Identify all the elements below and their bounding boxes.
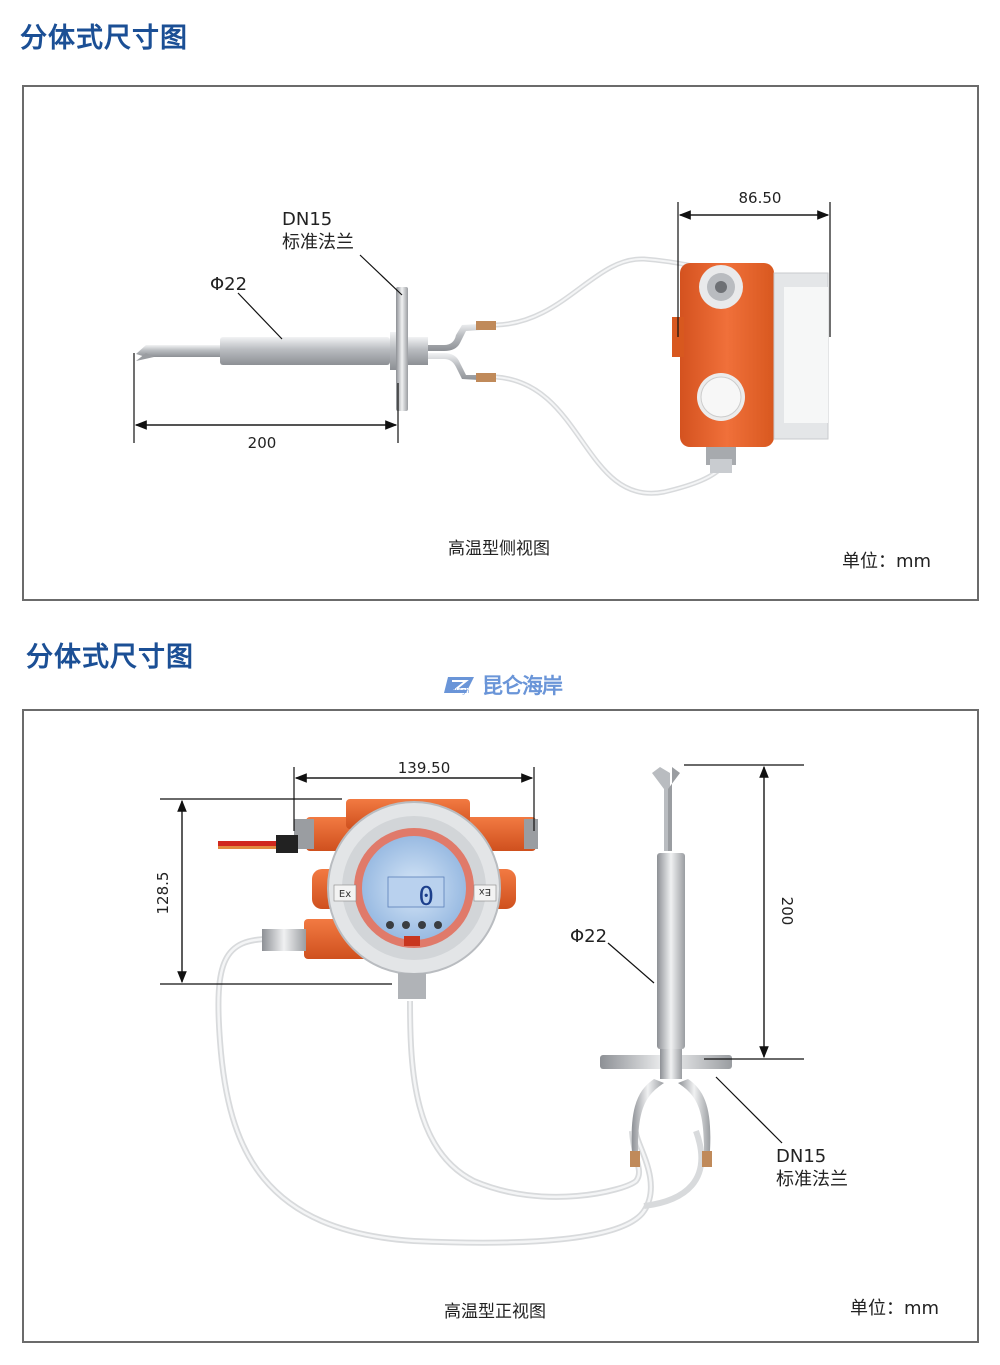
front-view-drawing: 0 Ex Ex [154, 759, 848, 1246]
probe-length-value: 200 [248, 434, 277, 452]
side-view-caption: 高温型侧视图 [448, 539, 550, 559]
brand-logo: 昆仑海岸 ColHigh [444, 670, 563, 700]
diameter-label: Φ22 [570, 926, 607, 947]
logo-subtext: ColHigh [446, 688, 470, 695]
dimension-probe-length [684, 764, 804, 1060]
lcd-value: 0 [418, 882, 434, 912]
flange-label-size: DN15 [282, 209, 332, 230]
head-depth-value: 86.50 [739, 189, 782, 207]
unit-label: 单位：mm [850, 1298, 940, 1319]
flange-leader [359, 254, 403, 296]
flange-label-type: 标准法兰 [776, 1169, 848, 1190]
logo-icon [444, 677, 474, 693]
probe-length-value: 200 [778, 897, 796, 926]
transmitter-housing-front: 0 Ex Ex [218, 799, 538, 999]
sensor-cable [215, 936, 705, 1246]
section-title: 分体式尺寸图 [26, 642, 194, 673]
unit-label: 单位：mm [842, 551, 932, 572]
tuning-fork-probe [600, 767, 732, 1167]
diameter-label: Φ22 [210, 274, 247, 295]
section-title: 分体式尺寸图 [20, 23, 188, 54]
logo-text: 昆仑海岸 [482, 674, 563, 698]
dimension-probe-length [133, 353, 399, 443]
ex-mark-left: Ex [339, 889, 351, 900]
diameter-leader [607, 942, 655, 984]
dimension-head-height [160, 798, 392, 985]
flange-label-type: 标准法兰 [282, 232, 354, 253]
side-view-panel: 200 86.50 Φ22 DN15 标准法兰 高温型侧视图 单位：mm [22, 85, 979, 601]
front-view-caption: 高温型正视图 [444, 1302, 546, 1322]
head-height-value: 128.5 [154, 872, 172, 915]
side-view-drawing: 200 86.50 Φ22 DN15 标准法兰 [133, 189, 831, 496]
head-width-value: 139.50 [398, 759, 451, 777]
flange-leader [715, 1076, 783, 1144]
dimension-head-depth [677, 202, 831, 337]
ex-mark-right: Ex [479, 886, 491, 897]
transmitter-housing-side [672, 263, 829, 473]
tuning-fork-probe [136, 287, 496, 411]
front-view-panel: 0 Ex Ex [22, 709, 979, 1343]
flange-label-size: DN15 [776, 1146, 826, 1167]
diameter-leader [237, 292, 283, 340]
